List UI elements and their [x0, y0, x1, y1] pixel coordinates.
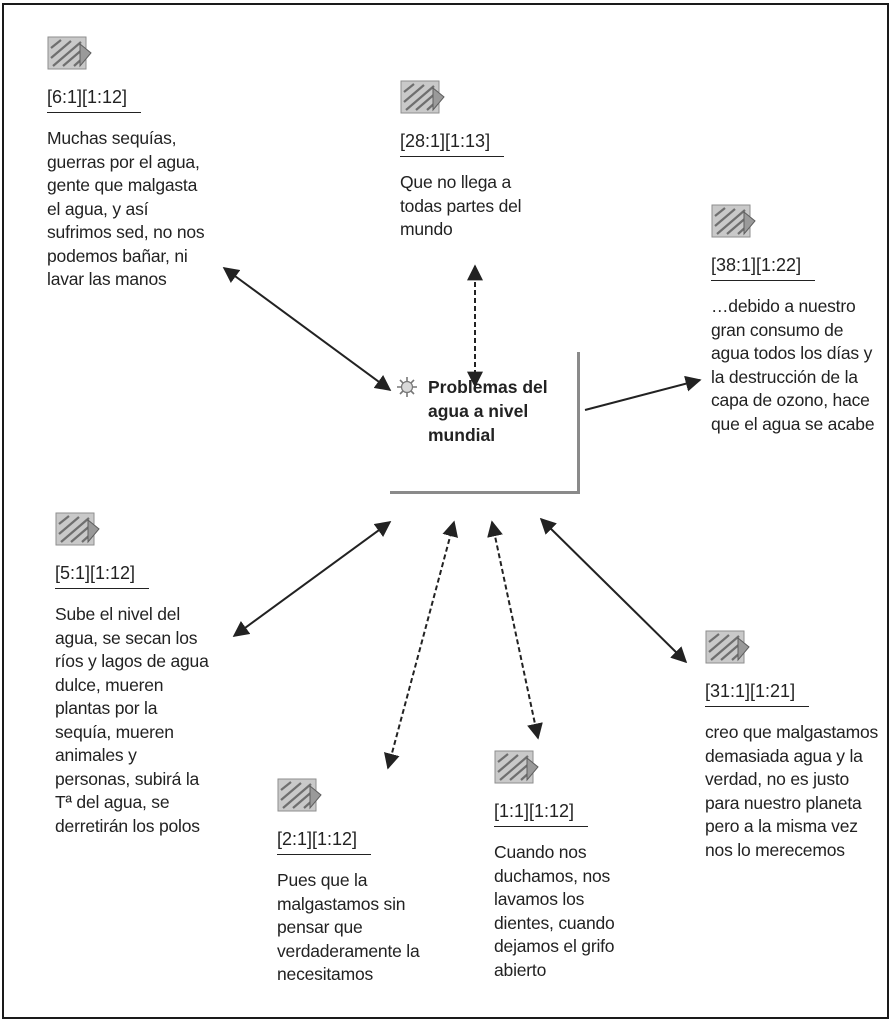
diagram-frame — [2, 3, 889, 1019]
central-node[interactable]: Problemas del agua a nivel mundial — [390, 352, 580, 494]
document-quote-icon — [400, 80, 446, 114]
quote-reference: [5:1][1:12] — [55, 562, 150, 589]
quote-node-2[interactable]: [2:1][1:12] Pues que la malgastamos sin … — [277, 778, 437, 987]
edge-38-1 — [584, 375, 702, 411]
edge-1-1 — [487, 520, 543, 740]
document-quote-icon — [47, 36, 93, 70]
document-quote-icon — [711, 204, 757, 238]
quote-reference: [38:1][1:22] — [711, 254, 816, 281]
edge-2-1 — [384, 520, 458, 770]
quote-node-5[interactable]: [5:1][1:12] Sube el nivel del agua, se s… — [55, 512, 215, 838]
quote-text: Pues que la malgastamos sin pensar que v… — [277, 870, 420, 984]
quote-node-6[interactable]: [6:1][1:12] Muchas sequías, guerras por … — [47, 36, 212, 292]
document-quote-icon — [55, 512, 101, 546]
document-quote-icon — [494, 750, 540, 784]
quote-text: Cuando nos duchamos, nos lavamos los die… — [494, 842, 615, 980]
document-quote-icon — [705, 630, 751, 664]
quote-reference: [2:1][1:12] — [277, 828, 372, 855]
edge-6-1 — [222, 267, 392, 391]
quote-reference: [1:1][1:12] — [494, 800, 589, 827]
document-quote-icon — [277, 778, 323, 812]
quote-node-38[interactable]: [38:1][1:22] …debido a nuestro gran cons… — [711, 204, 876, 436]
quote-node-28[interactable]: [28:1][1:13] Que no llega a todas partes… — [400, 80, 550, 242]
quote-reference: [6:1][1:12] — [47, 86, 142, 113]
quote-node-1[interactable]: [1:1][1:12] Cuando nos duchamos, nos lav… — [494, 750, 644, 982]
quote-text: …debido a nuestro gran consumo de agua t… — [711, 296, 875, 434]
edge-31-1 — [539, 517, 688, 664]
quote-text: Sube el nivel del agua, se secan los río… — [55, 604, 209, 836]
central-node-label: Problemas del agua a nivel mundial — [428, 377, 548, 445]
quote-reference: [28:1][1:13] — [400, 130, 505, 157]
quote-text: Que no llega a todas partes del mundo — [400, 172, 522, 239]
quote-text: creo que malgastamos demasiada agua y la… — [705, 722, 879, 860]
quote-text: Muchas sequías, guerras por el agua, gen… — [47, 128, 205, 289]
sun-gear-icon — [397, 377, 417, 397]
edge-5-1 — [232, 521, 392, 637]
quote-node-31[interactable]: [31:1][1:21] creo que malgastamos demasi… — [705, 630, 885, 862]
quote-reference: [31:1][1:21] — [705, 680, 810, 707]
